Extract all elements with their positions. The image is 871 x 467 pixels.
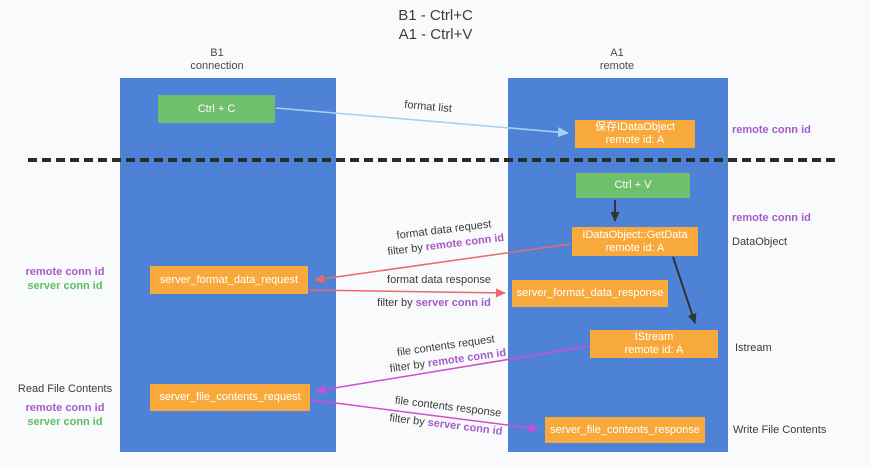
node-ctrl-v-label: Ctrl + V [614, 179, 652, 191]
node-save-idataobject-line2: remote id: A [605, 134, 665, 146]
node-istream-line2: remote id: A [624, 344, 684, 356]
column-b1-role: connection [190, 60, 244, 72]
label-remote-conn-id-left1: remote conn id [25, 266, 105, 278]
node-ctrl-c-label: Ctrl + C [197, 102, 236, 115]
filter-by-text: filter by [386, 241, 424, 259]
node-server-format-data-response: server_format_data_response [512, 280, 668, 307]
column-b1-name: B1 [210, 47, 224, 59]
filter-by-text: filter by [377, 297, 413, 309]
label-format-data-response: format data response [387, 274, 491, 286]
label-read-file-contents-block: Read File Contents remote conn id server… [12, 382, 118, 429]
title-line-2: A1 - Ctrl+V [398, 26, 473, 43]
label-remote-conn-id-left2: remote conn id [25, 402, 105, 414]
filter-by-text: filter by [388, 412, 426, 429]
label-server-conn-id-left1: server conn id [27, 280, 103, 292]
label-istream: Istream [735, 342, 772, 354]
label-format-list: format list [403, 98, 453, 116]
node-getdata-line2: remote id: A [605, 241, 665, 254]
node-file-request-label: server_file_contents_request [159, 391, 301, 403]
node-format-request-label: server_format_data_request [159, 273, 299, 286]
node-istream-line1: IStream [634, 331, 674, 343]
label-file-contents-request: file contents request filter byremote co… [379, 330, 516, 378]
filter-server-conn-id: server conn id [415, 297, 491, 309]
clipboard-boundary-divider [28, 158, 836, 162]
node-format-response-label: server_format_data_response [516, 287, 664, 299]
column-a1-name: A1 [610, 47, 624, 59]
node-getdata-line1: IDataObject::GetData [582, 228, 688, 241]
node-server-format-data-request: server_format_data_request [150, 266, 308, 294]
node-istream: IStream remote id: A [590, 330, 718, 358]
format-data-response-arrow [308, 288, 506, 298]
node-ctrl-v: Ctrl + V [576, 173, 690, 198]
column-header-a1: A1 remote [537, 47, 697, 73]
filter-by-text: filter by [389, 358, 426, 376]
label-remote-conn-id-top: remote conn id [732, 124, 811, 136]
label-write-file-contents: Write File Contents [733, 424, 827, 436]
column-header-b1: B1 connection [137, 47, 297, 73]
label-read-file-contents: Read File Contents [17, 383, 113, 395]
node-save-idataobject-line1: 保存IDataObject [594, 121, 676, 133]
title-line-1: B1 - Ctrl+C [398, 7, 473, 24]
node-server-file-contents-request: server_file_contents_request [150, 384, 310, 411]
label-dataobject: DataObject [732, 236, 788, 248]
node-save-idataobject: 保存IDataObject remote id: A [575, 120, 695, 148]
label-remote-conn-id-mid: remote conn id [732, 212, 811, 224]
label-conn-ids-format: remote conn id server conn id [12, 265, 118, 293]
node-file-response-label: server_file_contents_response [550, 423, 700, 436]
diagram-title: B1 - Ctrl+C A1 - Ctrl+V [0, 6, 871, 44]
column-a1-role: remote [599, 60, 635, 72]
node-idataobject-getdata: IDataObject::GetData remote id: A [572, 227, 698, 256]
label-server-conn-id-left2: server conn id [27, 416, 103, 428]
node-ctrl-c: Ctrl + C [158, 95, 275, 123]
node-server-file-contents-response: server_file_contents_response [545, 417, 705, 443]
